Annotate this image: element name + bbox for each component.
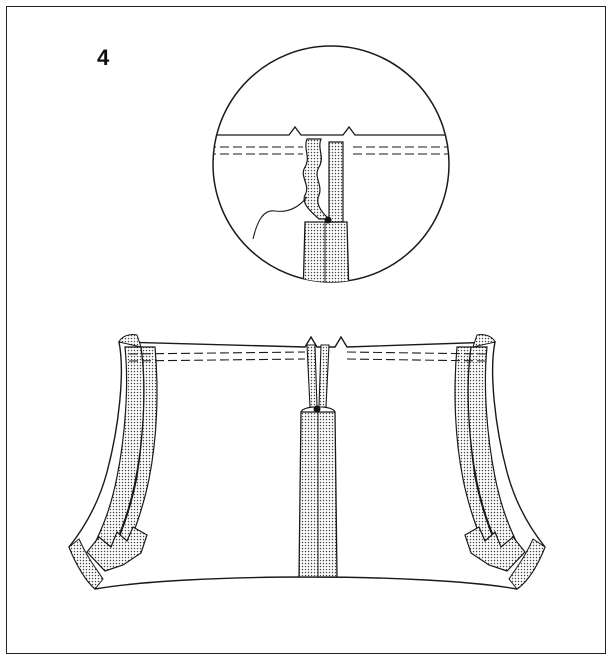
right-clipped-seam: [464, 526, 526, 572]
detail-zipper-stop: [324, 216, 332, 224]
zipper-detail-inset: [212, 45, 450, 283]
step-number: 4: [97, 45, 110, 70]
left-edge-fold: [68, 538, 104, 590]
waist-stitch-right-1: [346, 351, 486, 355]
detail-tape-right: [328, 141, 344, 223]
zipper-split-right: [318, 344, 330, 408]
left-top-corner: [118, 334, 142, 348]
detail-zipper-tape: [302, 221, 350, 282]
right-top-corner: [472, 334, 496, 348]
left-clipped-seam: [86, 526, 148, 572]
garment-outline: [68, 335, 546, 590]
waist-stitch-right-2: [346, 358, 486, 362]
right-edge-fold: [508, 538, 546, 590]
detail-waist-edge: [213, 125, 449, 136]
illustration-frame: 4: [6, 6, 606, 654]
sewing-diagram: [68, 45, 546, 590]
waist-stitch-left-1: [128, 351, 306, 355]
zipper-split-left: [306, 344, 318, 408]
detail-thread: [252, 196, 308, 240]
waist-stitch-left-2: [128, 358, 306, 362]
garment-piece: [68, 334, 546, 590]
zipper-stop: [313, 405, 321, 413]
